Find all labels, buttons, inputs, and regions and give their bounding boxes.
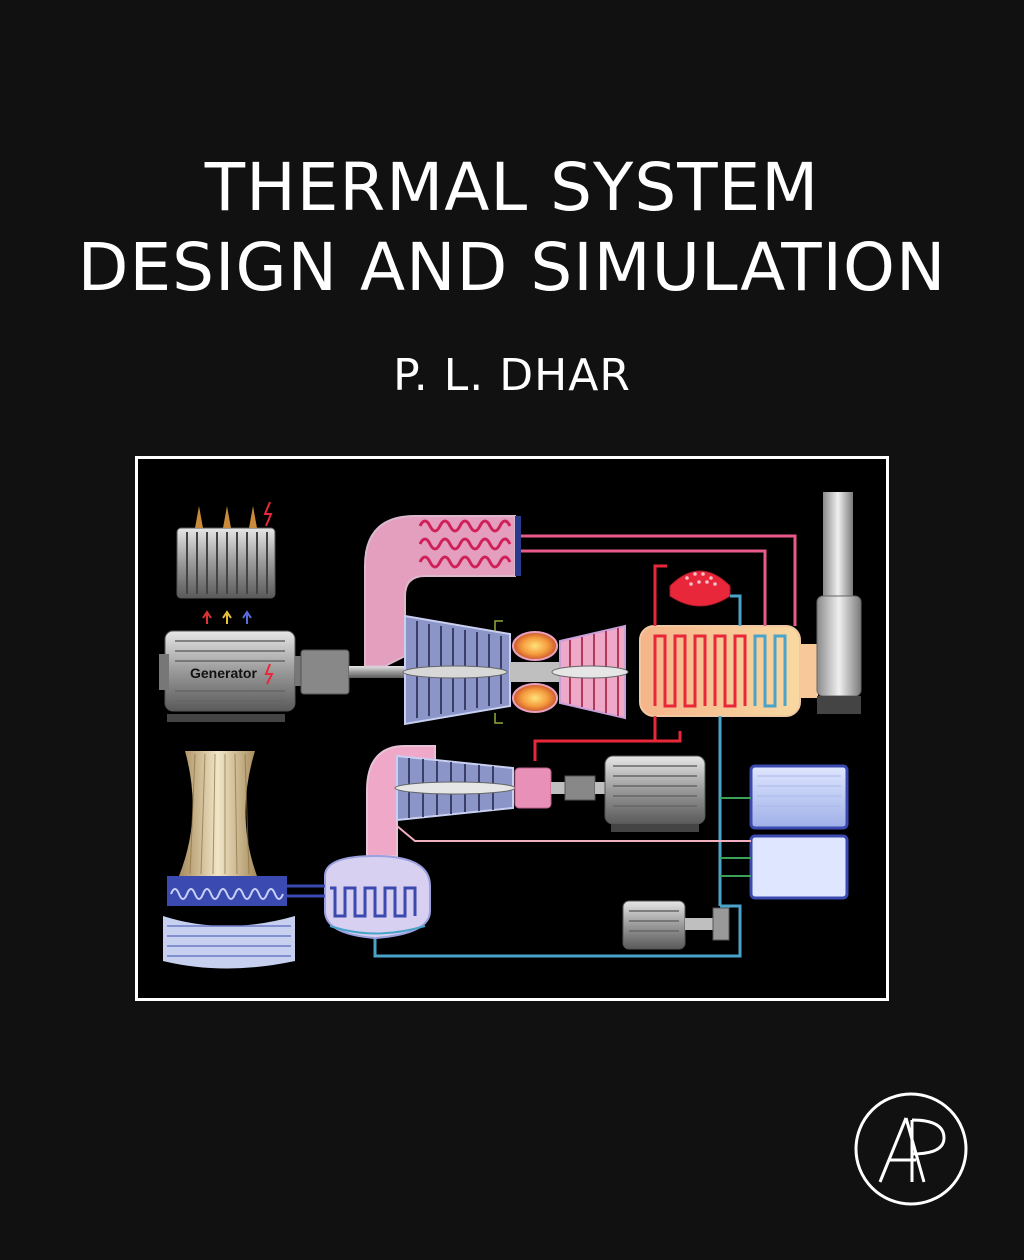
thermal-plant-diagram: Generator bbox=[135, 456, 889, 1001]
generator-icon: Generator bbox=[159, 630, 305, 722]
steam-turbine-icon bbox=[394, 754, 605, 822]
publisher-logo bbox=[854, 1092, 968, 1206]
preheat-pipes bbox=[521, 534, 797, 626]
condenser-icon bbox=[324, 854, 431, 940]
title-line-1: THERMAL SYSTEM bbox=[204, 149, 820, 226]
combustor-icon bbox=[494, 620, 560, 724]
coupling-icon bbox=[300, 649, 350, 695]
return-pipe bbox=[396, 825, 751, 842]
exhaust-stack-icon bbox=[816, 492, 862, 714]
author-name: P. L. DHAR bbox=[393, 350, 631, 401]
compressor-icon bbox=[402, 614, 511, 726]
cooling-tower-icon bbox=[163, 751, 325, 969]
feedwater-pipes bbox=[373, 594, 742, 958]
steam-generator-icon bbox=[604, 755, 706, 832]
transformer-icon bbox=[176, 501, 276, 599]
intake-coil-icon bbox=[418, 519, 512, 569]
feed-pump-icon bbox=[622, 900, 730, 950]
phase-arrows-icon bbox=[202, 610, 252, 624]
gas-turbine-icon bbox=[551, 624, 629, 720]
book-title: THERMAL SYSTEM DESIGN AND SIMULATION bbox=[0, 148, 1024, 308]
hot-steam-pipes bbox=[533, 564, 682, 761]
control-panel-icon bbox=[720, 764, 849, 900]
hrsg-icon bbox=[639, 625, 818, 717]
generator-label: Generator bbox=[190, 665, 257, 681]
title-line-2: DESIGN AND SIMULATION bbox=[77, 229, 947, 306]
